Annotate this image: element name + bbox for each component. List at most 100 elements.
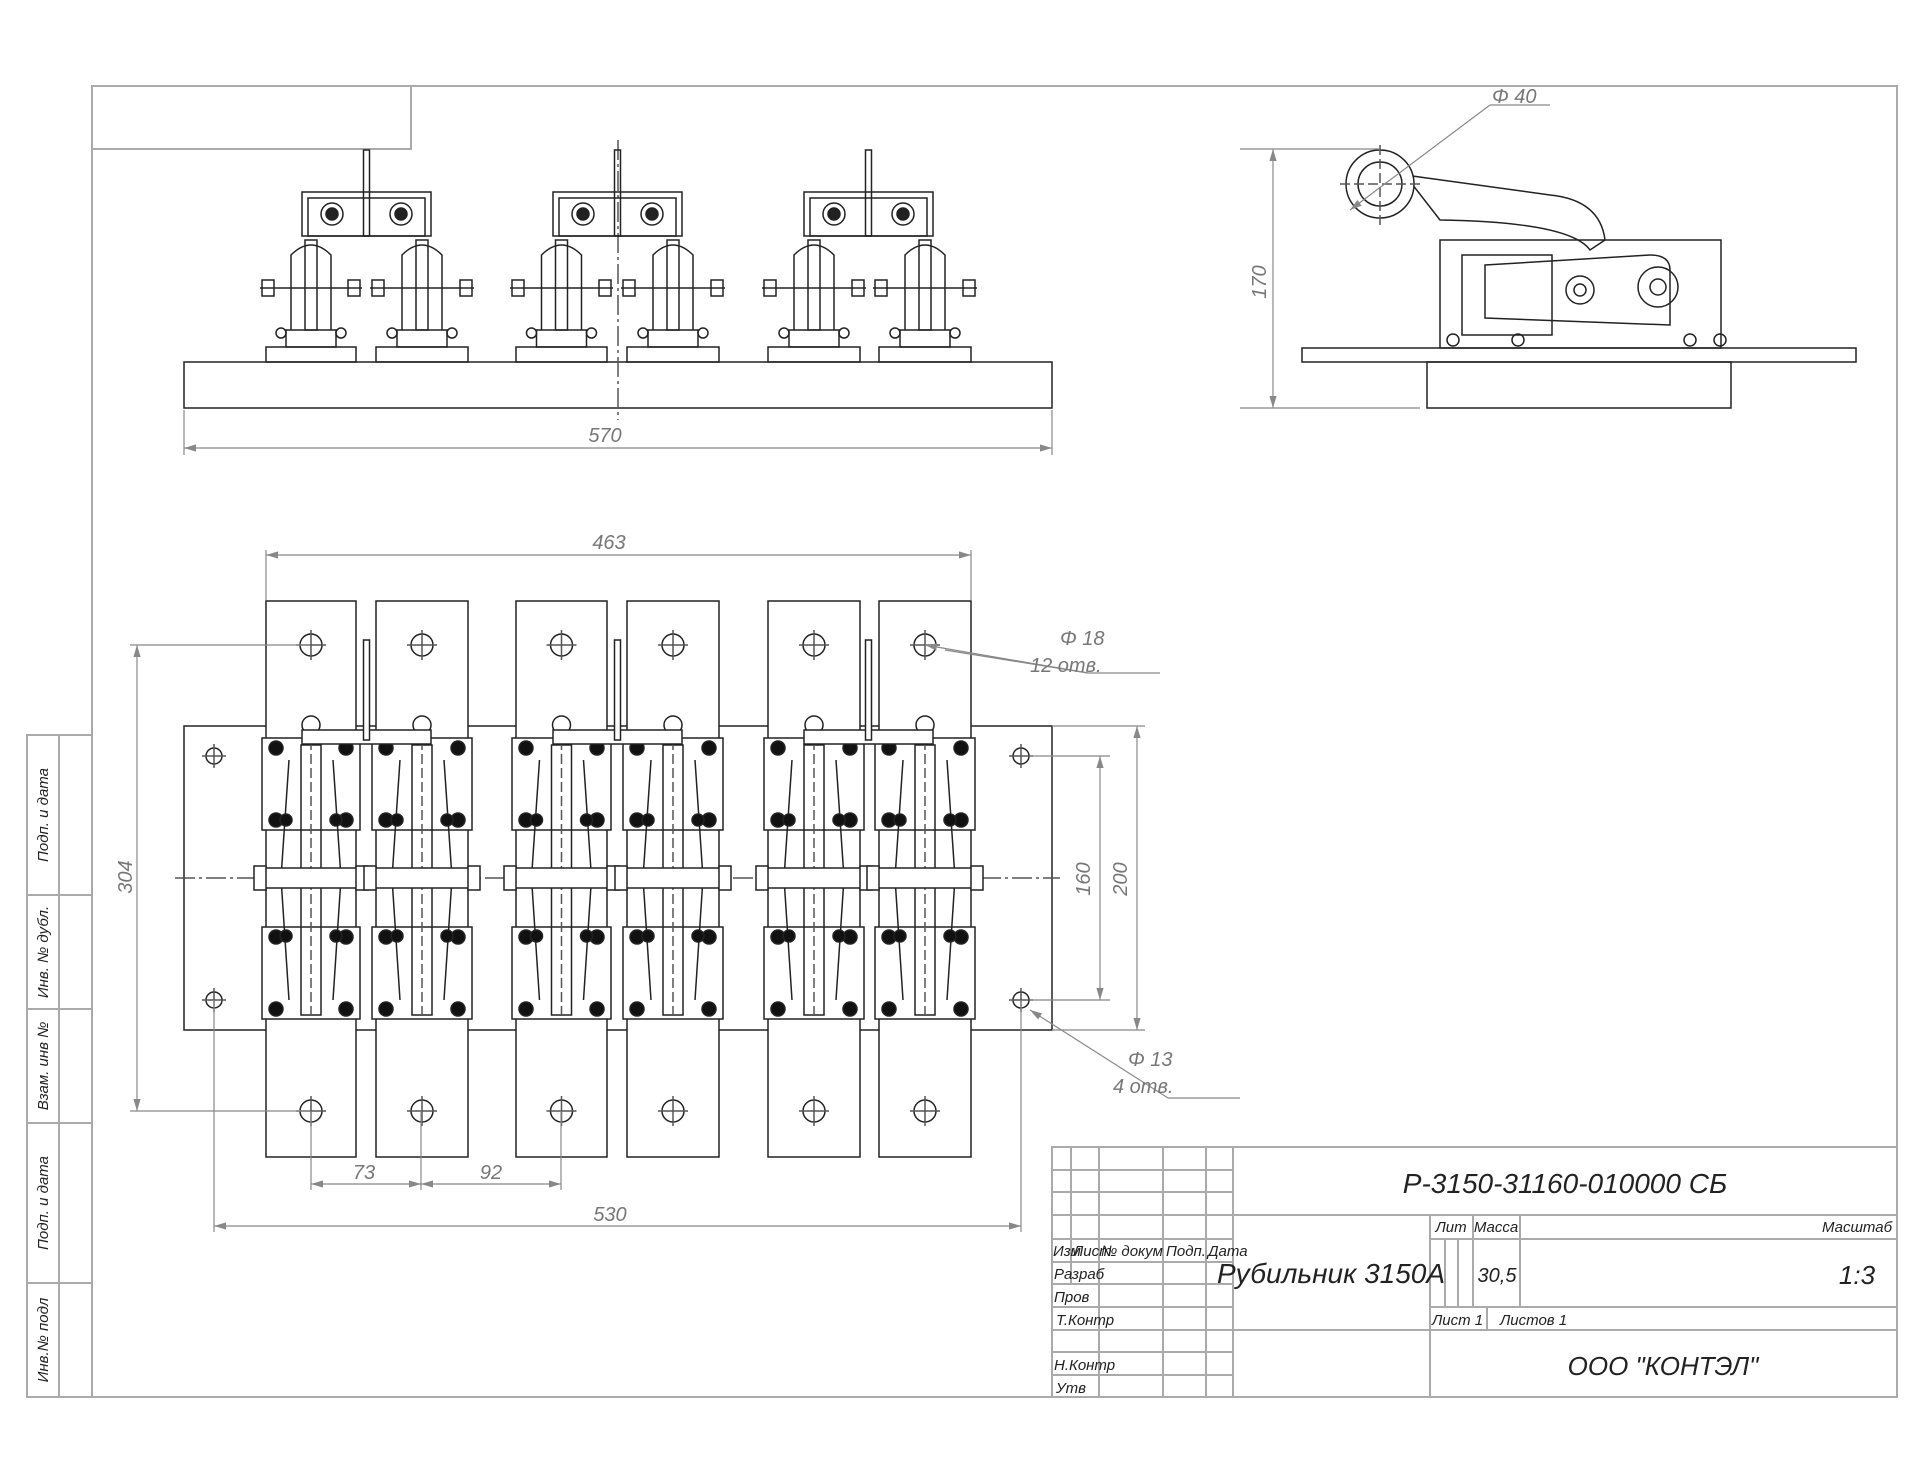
terminal-bolt-head — [645, 207, 659, 221]
blade — [918, 239, 932, 331]
stamp-label: Подп. и дата — [35, 1156, 52, 1250]
contact-base — [899, 329, 951, 348]
contact-bolt — [629, 1001, 645, 1017]
busbar-pad — [515, 346, 608, 363]
contact-bolt — [518, 740, 534, 756]
blade — [415, 239, 429, 331]
bolt — [697, 327, 709, 339]
contact-body — [401, 244, 443, 330]
bolt — [637, 327, 649, 339]
terminal-bolt — [640, 202, 664, 226]
dim-73: 73 — [353, 1162, 375, 1184]
terminal-bolt-head — [576, 207, 590, 221]
role-razrab: Разраб — [1054, 1266, 1105, 1283]
sheet-count: Листов 1 — [1499, 1312, 1567, 1329]
axle-nut — [970, 865, 984, 891]
terminal-bolt-head — [896, 207, 910, 221]
stamp-label: Взам. инв № — [35, 1022, 52, 1111]
axle-nut — [614, 865, 628, 891]
bolt — [838, 327, 850, 339]
side-frame — [1461, 254, 1553, 336]
contact-bolt — [268, 740, 284, 756]
bolt — [525, 327, 538, 339]
dim-hole18: Φ 18 — [1060, 628, 1105, 650]
nut — [459, 279, 473, 297]
terminal-bolt-head — [827, 207, 841, 221]
axle — [759, 867, 869, 889]
contact-body — [793, 244, 835, 330]
contact-base — [285, 329, 337, 348]
spring-bolt — [440, 813, 454, 827]
blade — [554, 239, 569, 331]
terminal-bolt — [571, 202, 595, 226]
side-view — [1301, 145, 1857, 409]
bolt — [386, 327, 398, 339]
nut — [511, 279, 525, 297]
dim-hole18-count: 12 отв. — [1030, 655, 1102, 677]
dim-170: 170 — [1249, 265, 1271, 298]
dim-530: 530 — [593, 1204, 626, 1226]
contact-base — [647, 329, 699, 348]
terminal-bolt — [389, 202, 413, 226]
contact-bolt — [881, 1001, 897, 1017]
busbar-pad — [626, 346, 720, 363]
bolt — [778, 327, 790, 339]
stamp-label: Подп. и дата — [35, 768, 52, 862]
spring-bolt — [279, 929, 293, 943]
handle-rod — [362, 639, 371, 741]
blade — [807, 239, 821, 331]
spring-bolt — [529, 813, 544, 827]
dim-92: 92 — [480, 1162, 502, 1184]
axle-nut — [363, 865, 377, 891]
contact-bolt — [701, 1001, 717, 1017]
handle-arm — [1403, 174, 1606, 252]
axle — [870, 867, 980, 889]
contact-body — [290, 244, 332, 330]
dim-hole13-count: 4 отв. — [1113, 1076, 1173, 1098]
handle-rod — [362, 149, 371, 237]
terminal-bolt — [320, 202, 344, 226]
spring-bolt — [390, 813, 404, 827]
spring-bolt — [782, 813, 796, 827]
col-podp: Подп. — [1166, 1243, 1206, 1260]
contact-body — [904, 244, 946, 330]
contact-bolt — [450, 1001, 466, 1017]
spring-bolt — [691, 813, 705, 827]
spring-bolt — [943, 813, 957, 827]
role-utv: Утв — [1055, 1380, 1086, 1397]
busbar-pad — [767, 346, 861, 363]
axle-nut — [866, 865, 880, 891]
pivot-rear — [1637, 266, 1679, 308]
contact-body — [652, 244, 694, 330]
spring-bolt — [440, 929, 454, 943]
nut — [598, 279, 612, 297]
spring-bolt — [329, 929, 343, 943]
contact-bolt — [701, 740, 717, 756]
contact-bolt — [953, 1001, 969, 1017]
contact-bolt — [589, 1001, 605, 1017]
handle-rod — [864, 149, 873, 237]
nut — [347, 279, 361, 297]
nut — [371, 279, 385, 297]
pivot — [1565, 275, 1595, 305]
axle-nut — [253, 865, 267, 891]
side-bolt — [1446, 333, 1460, 347]
front-view — [183, 140, 1053, 420]
axle — [618, 867, 728, 889]
spring-bolt — [329, 813, 343, 827]
axle — [507, 867, 616, 889]
lit-label: Лит — [1434, 1219, 1466, 1236]
pivot-pin — [1573, 283, 1587, 297]
role-prov: Пров — [1054, 1289, 1090, 1306]
contact-bolt — [268, 1001, 284, 1017]
spring-bolt — [832, 813, 846, 827]
drawing-designation: Р-3150-31160-010000 СБ — [1403, 1168, 1727, 1199]
contact-base — [788, 329, 840, 348]
scale-label: Масштаб — [1822, 1219, 1893, 1236]
contact-bolt — [450, 740, 466, 756]
dim-160: 160 — [1073, 862, 1095, 895]
handle-rod — [864, 639, 873, 741]
nut — [261, 279, 275, 297]
bolt — [335, 327, 347, 339]
